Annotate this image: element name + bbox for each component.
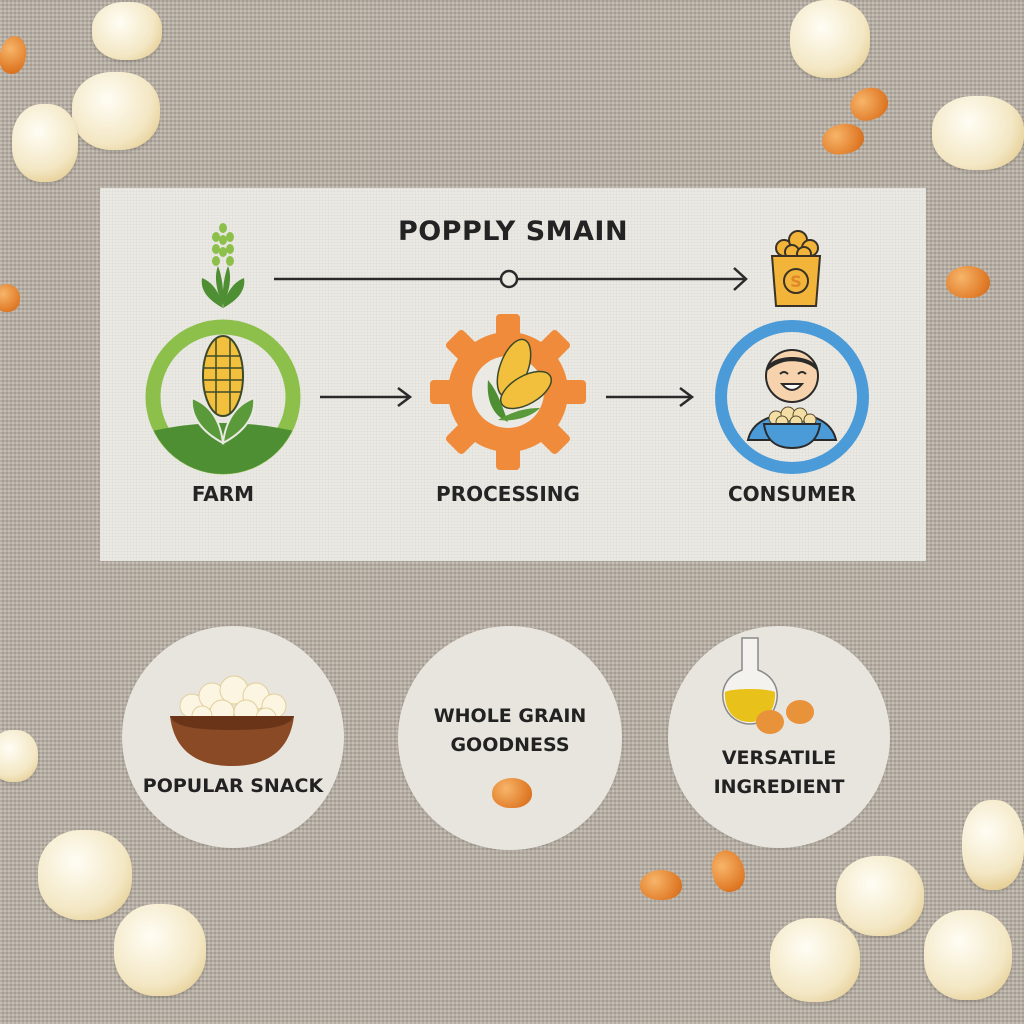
stage-label-farm: FARM [191,482,255,506]
arrow-right-icon [606,387,695,407]
benefit-label-line2: GOODNESS [450,734,570,756]
stage-label-consumer: CONSUMER [727,482,857,506]
corn-kernel-icon [492,778,532,808]
benefit-whole-grain: WHOLE GRAIN GOODNESS [398,626,622,850]
farm-icon [145,319,301,475]
gear-corn-icon [430,314,586,470]
top-flow-arrow [274,267,748,291]
person-eating-popcorn-icon [715,320,869,474]
corn-sprout-icon [201,223,245,308]
benefit-popular-snack: POPULAR SNACK [122,626,344,848]
supply-chain-panel: POPPLY SMAIN S [100,188,926,561]
stage-label-processing: PROCESSING [436,482,580,506]
oil-flask-icon [722,637,814,734]
benefit-label-line2: INGREDIENT [713,776,845,798]
svg-text:S: S [790,272,802,291]
benefit-label: POPULAR SNACK [142,775,324,797]
benefit-label-line1: WHOLE GRAIN [433,705,587,727]
popcorn-bowl-icon [170,675,294,766]
arrow-right-icon [320,387,413,407]
diagram-title: POPPLY SMAIN [397,216,629,247]
benefit-versatile-ingredient: VERSATILE INGREDIENT [668,626,890,848]
popcorn-box-icon: S [770,230,822,307]
benefit-label-line1: VERSATILE [721,747,837,769]
